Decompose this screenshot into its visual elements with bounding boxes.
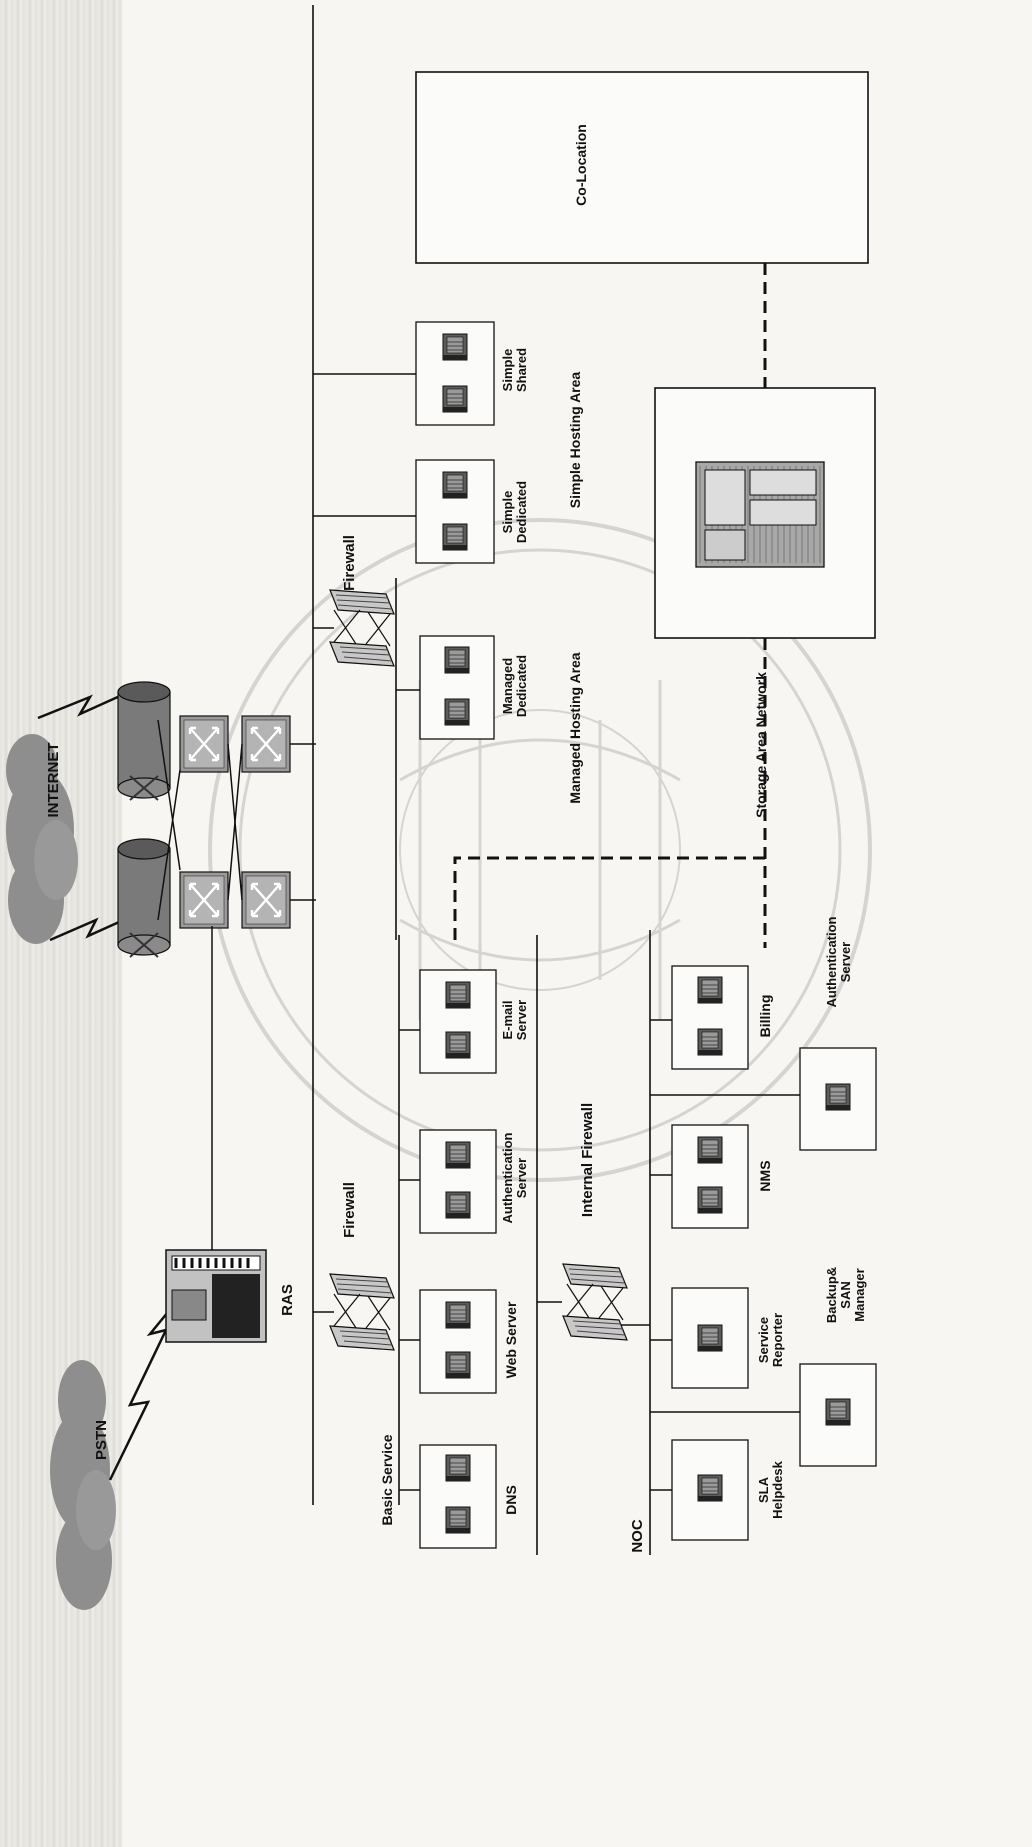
web-server-box xyxy=(420,1290,496,1393)
simple-shared-label-line1: Simple xyxy=(500,349,515,392)
internet-router-2 xyxy=(118,839,170,957)
ras-label: RAS xyxy=(279,1284,296,1316)
firewall-internal xyxy=(563,1264,627,1340)
storage-area-network-label: Storage Area Network xyxy=(753,672,769,818)
web-server-label: Web Server xyxy=(503,1301,519,1378)
managed-hosting-area-label: Managed Hosting Area xyxy=(567,652,583,803)
dns-box xyxy=(420,1445,496,1548)
service-reporter-label-line2: Reporter xyxy=(770,1313,785,1367)
core-switch-3 xyxy=(242,716,290,772)
sla-label-line1: SLA xyxy=(756,1476,771,1503)
auth-server-label-line1: Authentication xyxy=(500,1132,515,1223)
auth-server-box xyxy=(420,1130,496,1233)
colocation-label: Co-Location xyxy=(573,124,589,206)
san-storage-array xyxy=(696,462,824,567)
pstn-link-bolt xyxy=(110,1312,168,1480)
auth-server-label-line2: Server xyxy=(514,1158,529,1198)
ras-device xyxy=(166,1250,266,1342)
internet-router-1 xyxy=(118,682,170,800)
service-reporter-label-line1: Service xyxy=(756,1317,771,1363)
backup-san-manager-box xyxy=(800,1364,876,1466)
simple-shared-label-line2: Shared xyxy=(514,348,529,392)
nms-label: NMS xyxy=(757,1160,773,1191)
sla-label-line2: Helpdesk xyxy=(770,1460,785,1519)
core-switch-1 xyxy=(180,716,228,772)
backup-label-line1: Backup& xyxy=(824,1267,839,1323)
managed-dedicated-label-line2: Dedicated xyxy=(514,655,529,717)
noc-auth-label-line2: Server xyxy=(838,942,853,982)
noc-label: NOC xyxy=(629,1519,646,1553)
internet-cloud xyxy=(6,734,78,944)
backup-label-line2: SAN xyxy=(838,1281,853,1308)
billing-label: Billing xyxy=(757,995,773,1038)
internet-link-bolt-1 xyxy=(38,696,120,718)
email-label-line2: Server xyxy=(514,1000,529,1040)
simple-dedicated-box xyxy=(416,460,494,563)
backup-label-line3: Manager xyxy=(852,1268,867,1321)
internal-firewall-label: Internal Firewall xyxy=(579,1103,596,1217)
firewall-basic-label: Firewall xyxy=(341,1182,358,1238)
billing-box xyxy=(672,966,748,1069)
managed-dedicated-label-line1: Managed xyxy=(500,658,515,714)
basic-service-label: Basic Service xyxy=(379,1434,395,1525)
service-reporter-box xyxy=(672,1288,748,1388)
pstn-label: PSTN xyxy=(93,1420,110,1460)
core-switch-4 xyxy=(242,872,290,928)
simple-dedicated-label-line2: Dedicated xyxy=(514,481,529,543)
internet-label: INTERNET xyxy=(45,743,62,818)
simple-dedicated-label-line1: Simple xyxy=(500,491,515,534)
simple-shared-box xyxy=(416,322,494,425)
pstn-cloud xyxy=(50,1360,116,1610)
dns-label: DNS xyxy=(503,1485,519,1515)
firewall-basic xyxy=(330,1274,394,1350)
firewall-managed-label: Firewall xyxy=(341,535,358,591)
noc-auth-server-box xyxy=(800,1048,876,1150)
noc-auth-label-line1: Authentication xyxy=(824,916,839,1007)
internet-link-bolt-2 xyxy=(50,918,128,940)
managed-dedicated-box xyxy=(420,636,494,739)
simple-hosting-area-label: Simple Hosting Area xyxy=(567,372,583,509)
nms-box xyxy=(672,1125,748,1228)
email-server-box xyxy=(420,970,496,1073)
colocation-box xyxy=(416,72,868,263)
email-label-line1: E-mail xyxy=(500,1000,515,1039)
core-switch-2 xyxy=(180,872,228,928)
sla-helpdesk-box xyxy=(672,1440,748,1540)
